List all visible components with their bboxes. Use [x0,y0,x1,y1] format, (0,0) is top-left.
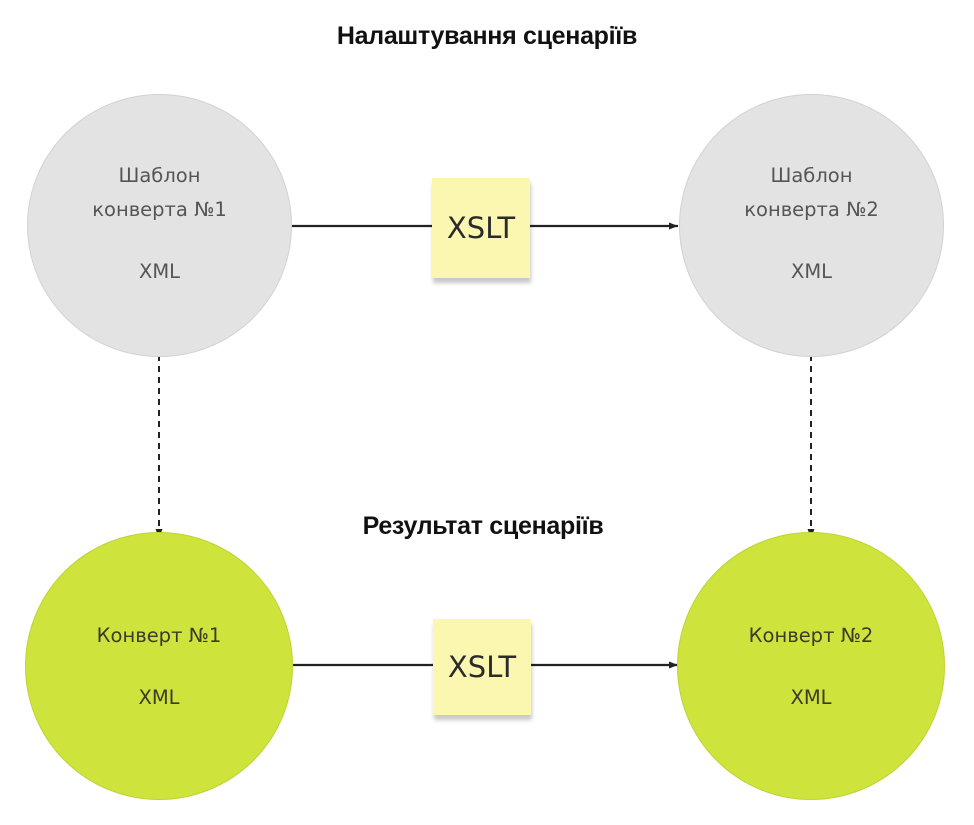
result-heading: Результат сценаріїв [362,512,604,540]
template-2-subtitle: конверта №2 [744,198,879,221]
envelope-2-title: Конверт №2 [748,624,874,647]
envelope-1-title: Конверт №1 [96,624,222,647]
envelope-2-format: XML [790,686,832,709]
envelope-2-node: Конверт №2 XML [677,532,945,800]
envelope-1-node: Конверт №1 XML [25,532,293,800]
template-1-format: XML [138,260,181,283]
setup-heading: Налаштування сценаріїв [336,22,638,50]
template-envelope-1-node: Шаблон конверта №1 XML [27,94,292,357]
envelope-1-format: XML [138,686,180,709]
template-1-title: Шаблон [118,164,201,187]
template-envelope-2-node: Шаблон конверта №2 XML [679,94,944,357]
xslt-transform-note-top: XSLT [432,178,530,278]
xslt-transform-note-bottom: XSLT [433,619,531,715]
template-2-title: Шаблон [770,164,853,187]
template-2-format: XML [790,260,833,283]
template-1-subtitle: конверта №1 [92,198,227,221]
